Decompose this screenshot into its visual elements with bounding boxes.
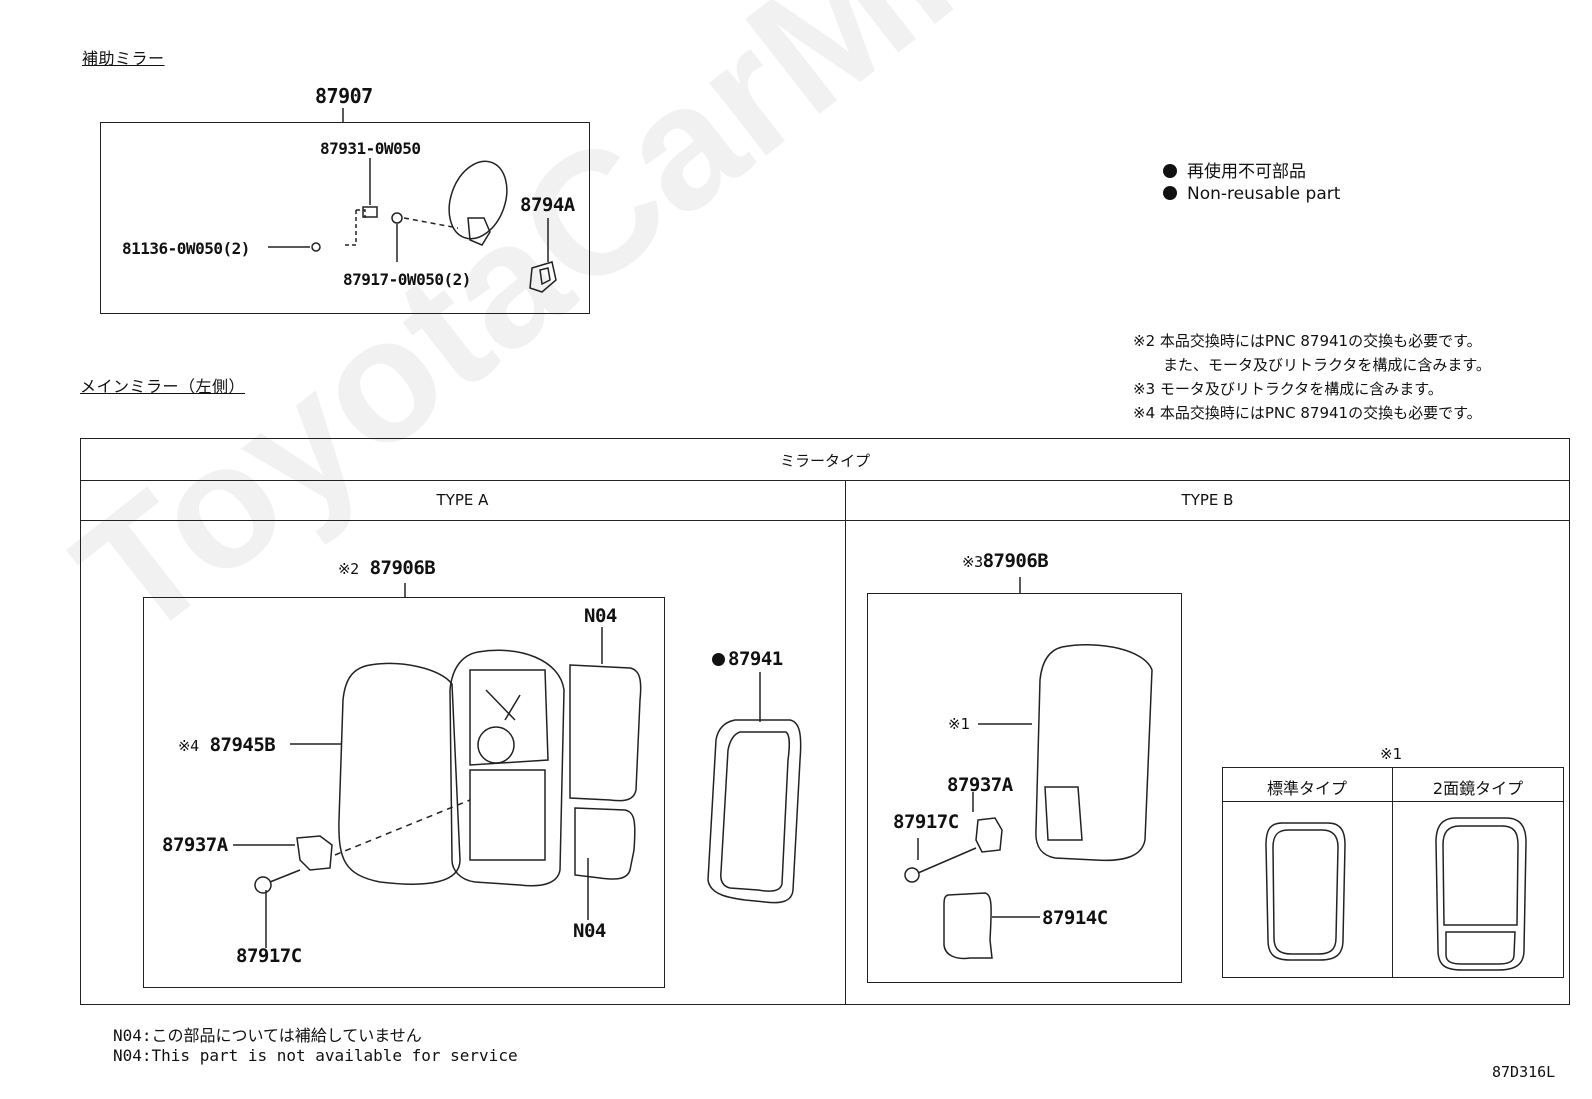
glass-types-mark: ※1 [1380, 745, 1403, 763]
legend-non-reusable-en: Non-reusable part [1163, 184, 1340, 204]
glass-types-divider-v [1392, 767, 1393, 978]
table-header-mirror-type: ミラータイプ [779, 452, 870, 470]
glass-type-standard: 標準タイプ [1266, 779, 1347, 798]
legend-jp-text: 再使用不可部品 [1187, 162, 1306, 182]
type-a-header: TYPE A [436, 491, 489, 509]
aux-mirror-box [100, 122, 590, 314]
type-b-assembly-pn: 87906B [982, 550, 1049, 572]
note-2: ※2 本品交換時にはPNC 87941の交換も必要です。 [1133, 332, 1482, 350]
part-8794a-label[interactable]: 8794A [520, 194, 575, 216]
glass-types-divider-h [1222, 801, 1564, 802]
table-divider-1 [80, 480, 1570, 481]
type-a-assembly-mark: ※2 [338, 560, 359, 578]
type-b-ref-mark: ※1 [948, 715, 971, 733]
glass-types-table [1222, 767, 1564, 978]
type-b-bracket-pn[interactable]: 87937A [947, 774, 1013, 796]
table-divider-vertical [845, 480, 846, 1005]
main-mirror-section-title: メインミラー（左側） [80, 377, 246, 396]
seal-87941-pn: 87941 [728, 648, 783, 670]
part-81136-label[interactable]: 81136-0W050(2) [122, 239, 250, 258]
seal-87941-label[interactable]: 87941 [712, 648, 783, 670]
type-a-assembly-pn: 87906B [369, 557, 436, 579]
footnote-en: N04:This part is not available for servi… [113, 1046, 518, 1065]
type-b-header: TYPE B [1181, 491, 1234, 509]
type-b-assembly-box [867, 593, 1182, 983]
type-b-assembly-mark: ※3 [962, 553, 983, 571]
figure-code: 87D316L [1492, 1063, 1556, 1081]
note-3: ※3 モータ及びリトラクタを構成に含みます。 [1133, 380, 1443, 398]
aux-mirror-section-title: 補助ミラー [82, 49, 165, 68]
table-divider-2 [80, 520, 1570, 521]
part-87931-label[interactable]: 87931-0W050 [320, 139, 421, 158]
type-b-cover-pn[interactable]: 87914C [1042, 907, 1108, 929]
type-a-screw-pn[interactable]: 87917C [236, 945, 302, 967]
glass-type-dual: 2面鏡タイプ [1432, 779, 1524, 798]
legend-en-text: Non-reusable part [1187, 184, 1341, 204]
type-a-assembly-label[interactable]: ※2 87906B [338, 557, 436, 579]
note-4: ※4 本品交換時にはPNC 87941の交換も必要です。 [1133, 404, 1482, 422]
type-a-n04-bottom: N04 [573, 920, 606, 942]
aux-mirror-assembly-pn[interactable]: 87907 [315, 84, 373, 108]
type-b-screw-pn[interactable]: 87917C [893, 811, 959, 833]
type-a-n04-top: N04 [584, 605, 617, 627]
bullet-icon [1163, 164, 1177, 178]
legend-non-reusable-jp: 再使用不可部品 [1163, 157, 1306, 182]
bullet-icon [1163, 186, 1177, 200]
type-a-glass-pn: 87945B [209, 734, 276, 756]
mirror-type-table [80, 438, 1570, 1005]
type-a-glass-mark: ※4 [178, 737, 199, 755]
type-a-assembly-box [143, 597, 665, 988]
note-2-cont: また、モータ及びリトラクタを構成に含みます。 [1133, 356, 1491, 374]
footnote-jp: N04:この部品については補給していません [113, 1026, 422, 1045]
type-a-bracket-pn[interactable]: 87937A [162, 834, 228, 856]
non-reusable-dot-icon [712, 653, 725, 666]
type-a-glass-label[interactable]: ※4 87945B [178, 734, 276, 756]
type-b-assembly-label[interactable]: ※387906B [962, 550, 1049, 572]
part-87917-label[interactable]: 87917-0W050(2) [343, 270, 471, 289]
